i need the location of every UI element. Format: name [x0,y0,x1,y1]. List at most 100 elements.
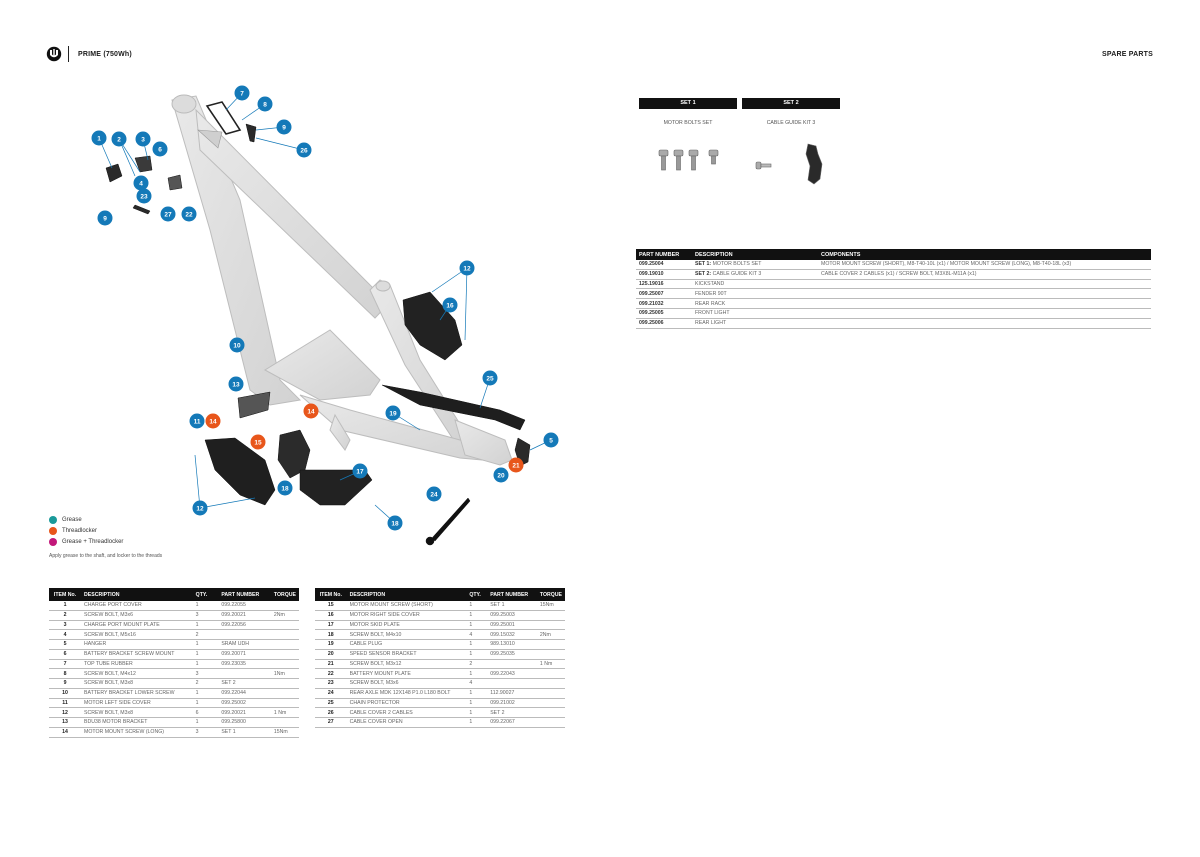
table-cell: HANGER [81,639,193,650]
table-cell: 6 [49,649,82,660]
table-cell [536,649,565,660]
table-cell: 099.20071 [218,649,271,660]
svg-text:14: 14 [307,409,315,416]
table-cell: SRAM UDH [218,639,271,650]
table-cell: 989.13010 [487,639,537,650]
callouts-orange [205,403,524,473]
description-cell: FRONT LIGHT [692,308,818,319]
part-number-cell: 099.19010 [636,269,692,280]
table-cell [536,610,565,621]
table-cell: 15 [315,601,347,611]
table-cell [270,678,299,689]
table-cell: 5 [49,639,82,650]
svg-text:4: 4 [139,181,143,188]
table-cell [270,620,299,631]
table-cell: 16 [315,610,347,621]
description-cell: REAR LIGHT [692,318,818,329]
table-cell: 9 [49,678,82,689]
svg-text:15: 15 [254,440,262,447]
table-cell: 1 [466,639,488,650]
table-cell: SCREW BOLT, M3x8 [81,707,193,718]
threadlocker-dot-icon [49,526,57,535]
table-cell [536,639,565,650]
svg-text:2: 2 [117,137,121,144]
components-cell: MOTOR MOUNT SCREW (SHORT), M8-T40-10L (x… [818,260,1151,270]
table-cell: 1 [466,610,488,621]
section-title: SPARE PARTS [1102,51,1153,58]
table-cell: 2Nm [536,629,565,640]
table-cell: 19 [315,639,347,650]
table-cell: 099.21002 [487,698,537,709]
table-cell [270,717,299,728]
svg-text:27: 27 [164,212,172,219]
table-cell: MOTOR SKID PLATE [346,620,467,631]
table-cell: SCREW BOLT, M3x6 [346,678,467,689]
legend-note: Apply grease to the shaft, and locker to… [49,553,163,559]
set-1-name: MOTOR BOLTS SET [663,120,713,126]
svg-text:9: 9 [282,125,286,132]
table-cell: CHARGE PORT MOUNT PLATE [81,620,193,631]
table-cell [270,629,299,640]
table-cell: 099.22056 [218,620,271,631]
table-cell [270,601,299,611]
components-cell [818,318,1151,329]
table-cell: 1 [192,639,219,650]
table-cell: 11 [49,698,82,709]
table-cell: SET 1 [487,601,537,611]
table-cell: 2 [49,610,82,621]
table-cell [536,698,565,709]
table-cell: 13 [49,717,82,728]
description-text: MOTOR BOLTS SET [712,261,762,268]
callout-numbers: 1 2 3 6 4 23 27 22 9 7 8 9 26 12 16 10 1… [97,91,553,528]
table-cell: 1 [466,707,488,718]
svg-text:21: 21 [512,463,520,470]
table-cell: 1 [192,698,219,709]
components-cell [818,279,1151,290]
brand-logo-icon [46,46,62,62]
table-cell: 1 [192,601,219,611]
table-cell: 099.22055 [218,601,271,611]
table-cell: 1 [49,601,82,611]
svg-text:13: 13 [232,382,240,389]
table-cell: 10 [49,688,82,699]
table-cell: 3 [192,610,219,621]
svg-text:23: 23 [140,194,148,201]
svg-text:3: 3 [141,137,145,144]
table-cell: MOTOR MOUNT SCREW (SHORT) [346,601,467,611]
seat-tube-top [375,280,391,292]
table-cell: 1 [466,668,488,679]
components-cell [818,308,1151,319]
table-cell [536,668,565,679]
table-cell: 1 [466,717,488,728]
svg-text:24: 24 [430,492,438,499]
svg-text:26: 26 [300,148,308,155]
table-cell: 26 [315,707,347,718]
table-cell: SCREW BOLT, M3x6 [81,610,193,621]
table-cell: BATTERY MOUNT PLATE [346,668,467,679]
svg-text:17: 17 [356,469,364,476]
legend-item-grease: Grease [49,514,162,525]
table-cell: 1 Nm [270,707,299,718]
part-number-cell: 099.25006 [636,318,692,329]
table-cell: 1 [192,688,219,699]
table-cell: SET 1 [218,727,271,738]
description-text: CABLE GUIDE KIT 3 [712,271,762,278]
table-cell: 2 [192,629,219,640]
svg-text:22: 22 [185,212,193,219]
table-cell [536,707,565,718]
